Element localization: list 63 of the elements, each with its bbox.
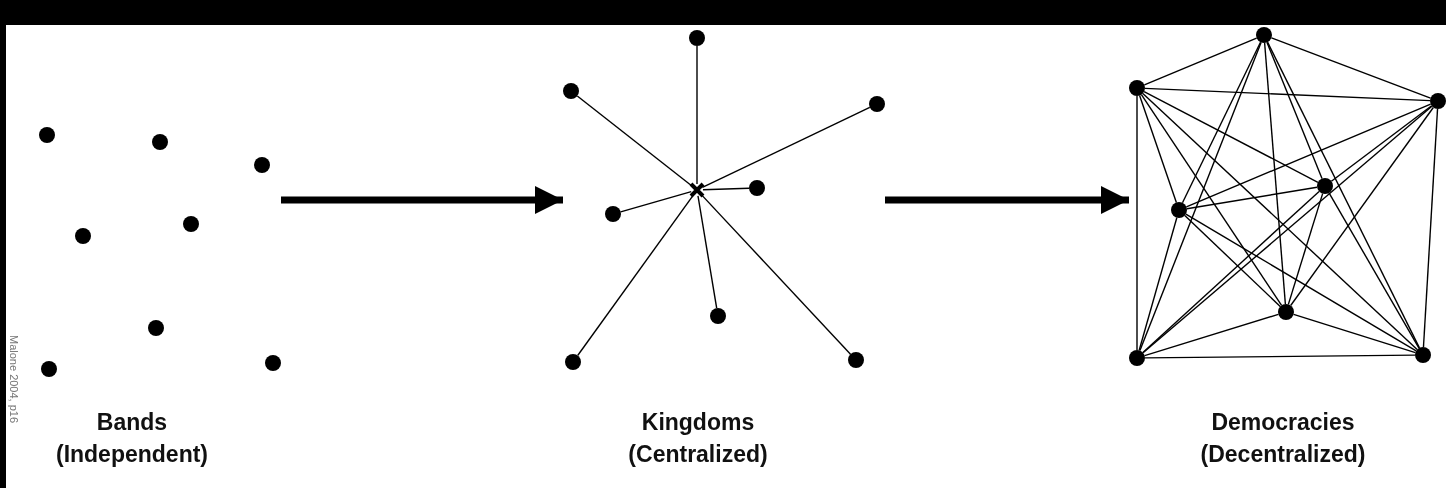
dot	[152, 134, 168, 150]
dot	[605, 206, 621, 222]
connector-line	[702, 187, 750, 191]
connector-line	[1186, 186, 1318, 210]
connector-line	[1138, 94, 1178, 204]
connector-line	[1266, 41, 1421, 349]
connector-line	[1144, 354, 1416, 359]
connector-line	[1143, 37, 1258, 86]
dot	[39, 127, 55, 143]
connector-line	[1287, 192, 1324, 306]
connector-line	[1138, 217, 1178, 351]
connector-line	[697, 195, 718, 309]
connector-line	[1143, 313, 1280, 357]
node-label: Bands (Independent)	[56, 408, 208, 469]
dot	[689, 30, 705, 46]
dot	[749, 180, 765, 196]
connector-line	[1136, 95, 1138, 351]
connector-line	[696, 45, 698, 185]
dot	[848, 352, 864, 368]
connector-line	[1140, 93, 1283, 307]
dot	[1129, 350, 1145, 366]
dot	[1415, 347, 1431, 363]
dot	[265, 355, 281, 371]
dot	[565, 354, 581, 370]
connector-line	[576, 95, 693, 187]
dot	[869, 96, 885, 112]
dot	[1317, 178, 1333, 194]
connector-line	[1144, 87, 1431, 102]
connector-line	[1142, 190, 1320, 354]
dot	[1430, 93, 1446, 109]
dot	[563, 83, 579, 99]
connector-line	[1270, 37, 1432, 99]
connector-line	[700, 193, 852, 355]
dot	[183, 216, 199, 232]
connector-line	[1266, 41, 1323, 180]
connector-line	[1292, 313, 1417, 354]
dot	[1171, 202, 1187, 218]
connector-line	[1139, 41, 1262, 352]
connector-line	[620, 190, 692, 213]
node-label: Democracies (Decentralized)	[1200, 408, 1366, 469]
connector-line	[576, 194, 695, 357]
connector-line	[1330, 105, 1433, 182]
dot	[254, 157, 270, 173]
dot	[41, 361, 57, 377]
dot	[710, 308, 726, 324]
dot	[148, 320, 164, 336]
node-label: Kingdoms (Centralized)	[628, 408, 768, 469]
connector-line	[1143, 91, 1319, 183]
connector-line	[1263, 42, 1287, 305]
connector-line	[1328, 192, 1420, 349]
dot	[75, 228, 91, 244]
dot	[1278, 304, 1294, 320]
connector-line	[1185, 213, 1417, 352]
connector-line	[1422, 108, 1439, 348]
connector-line	[1290, 106, 1434, 307]
connector-line	[1185, 103, 1432, 208]
cross-mark	[689, 182, 705, 198]
connector-line	[1184, 214, 1281, 308]
connector-line	[701, 106, 871, 189]
source-note: Malone 2004, p16	[8, 335, 20, 424]
dot	[1256, 27, 1272, 43]
connector-line	[1181, 41, 1262, 204]
dot	[1129, 80, 1145, 96]
